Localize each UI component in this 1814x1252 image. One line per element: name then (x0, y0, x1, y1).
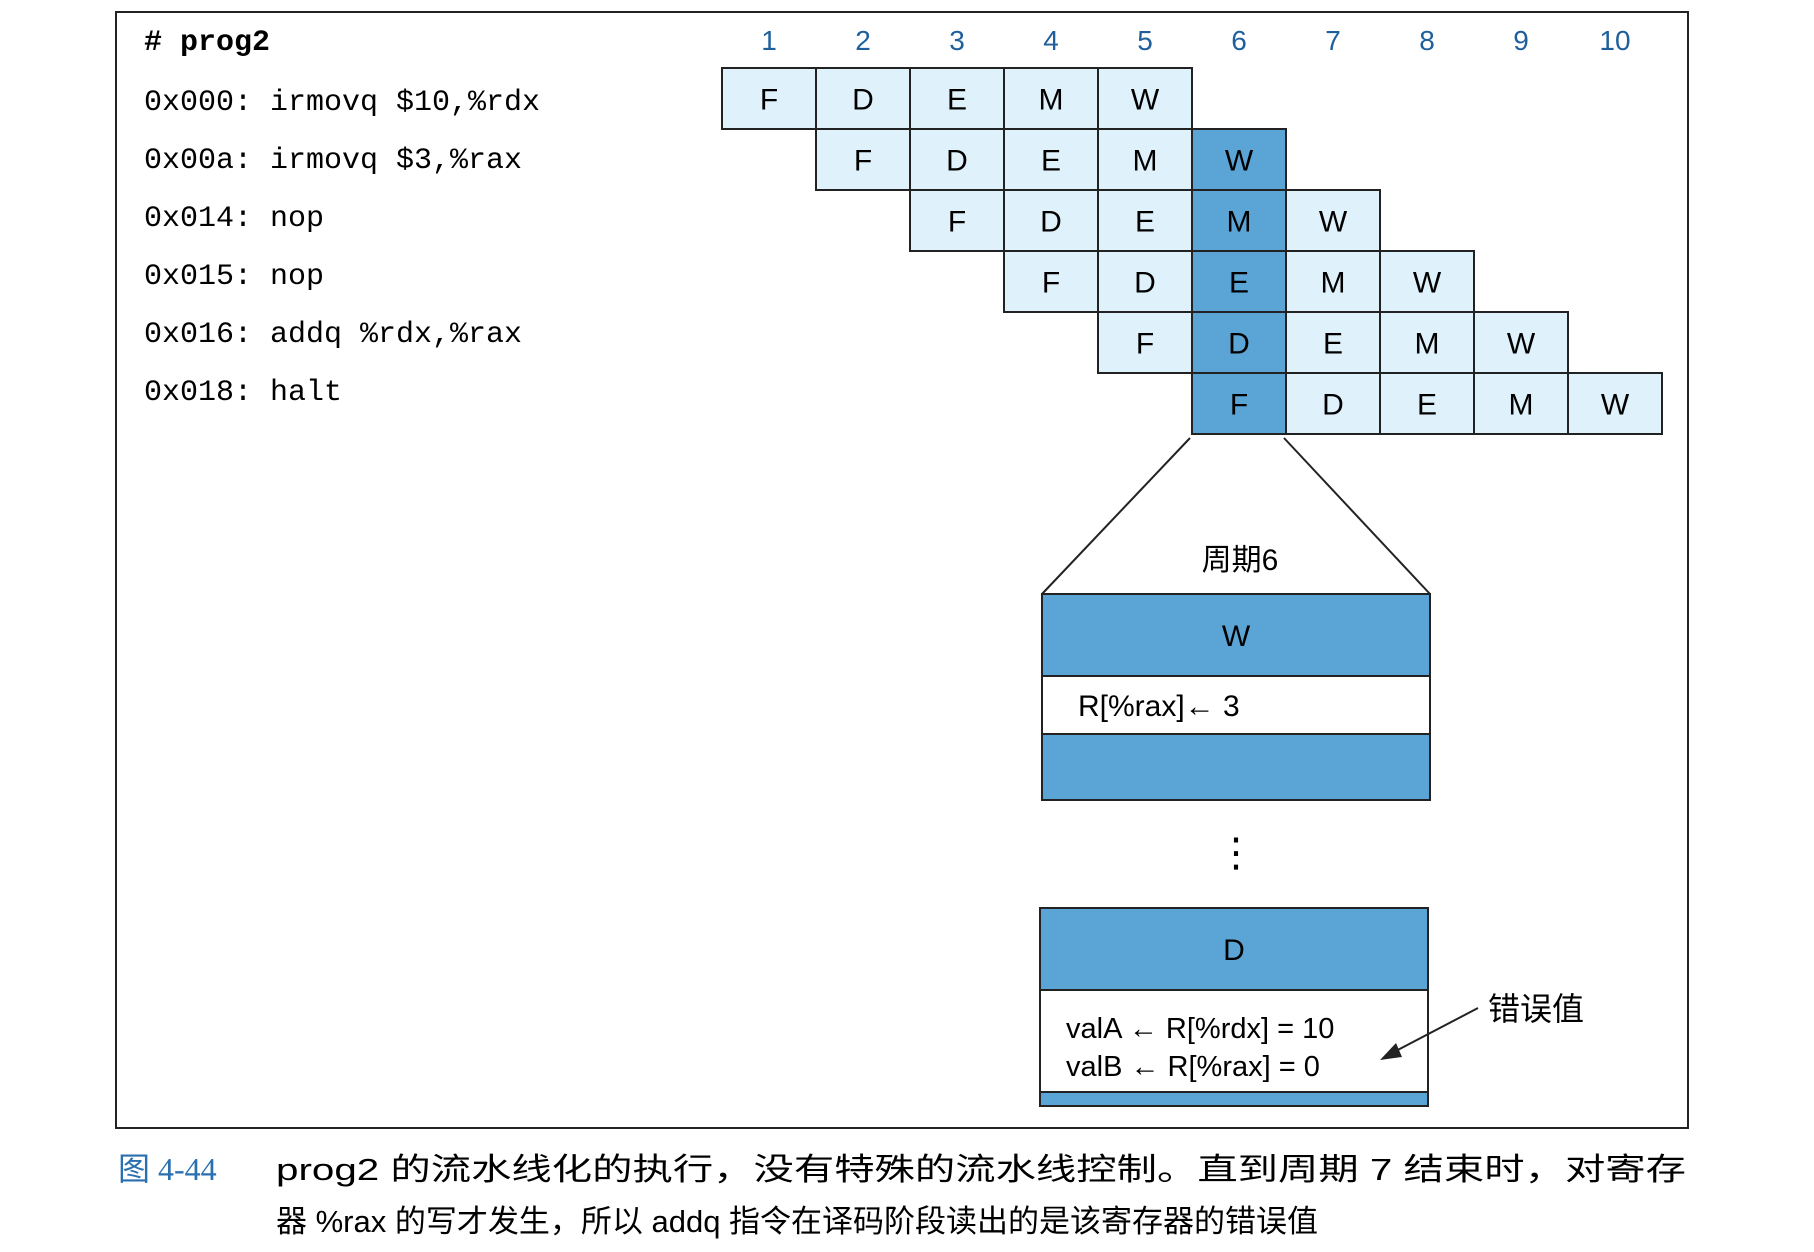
program-line: 0x00a: irmovq $3,%rax (144, 144, 522, 178)
pipeline-stage-label: M (1133, 145, 1158, 178)
caption-line-2: 器 %rax 的写才发生，所以 addq 指令在译码阶段读出的是该寄存器的错误值 (276, 1204, 1318, 1239)
pipeline-cell (1285, 189, 1381, 252)
pipeline-stage-label: D (852, 84, 874, 117)
pipeline-stage-label: M (1227, 206, 1252, 239)
pipeline-cell (815, 128, 911, 191)
pipeline-stage-label: W (1319, 206, 1348, 239)
pipeline-stage-label: E (1041, 145, 1061, 178)
error-value-label: 错误值 (1488, 991, 1584, 1027)
d-block-valb-line: valB ← R[%rax] = 0 (1066, 1051, 1320, 1083)
pipeline-stage-label: W (1507, 328, 1536, 361)
pipeline-cell (1097, 250, 1193, 313)
w-block-writeback-text: R[%rax]← 3 (1078, 690, 1240, 723)
pipeline-cell (1379, 372, 1475, 435)
d-stage-block: D valA ← R[%rdx] = 10 valB ← R[%rax] = 0 (1039, 907, 1429, 1107)
cycle-number: 8 (1419, 25, 1435, 56)
figure-frame (115, 11, 1689, 1129)
pipeline-stage-label: M (1415, 328, 1440, 361)
caption-number: 图 4-44 (118, 1151, 217, 1187)
zoom-line-right (1283, 437, 1431, 595)
cycle-number: 1 (761, 25, 777, 56)
pipeline-stage-label: D (1134, 267, 1156, 300)
detail-title: 周期6 (1202, 544, 1279, 577)
error-arrow-shaft (1393, 1007, 1479, 1053)
pipeline-cell (1003, 250, 1099, 313)
pipeline-stage-label: E (1323, 328, 1343, 361)
pipeline-stage-label: F (948, 206, 966, 239)
d-block-label: D (1223, 934, 1245, 967)
program-line: 0x000: irmovq $10,%rdx (144, 86, 540, 120)
program-line: 0x018: halt (144, 376, 342, 410)
pipeline-stage-label: F (760, 84, 778, 117)
pipeline-cell (1003, 189, 1099, 252)
program-listing: 0x000: irmovq $10,%rdx 0x00a: irmovq $3,%… (144, 86, 540, 410)
pipeline-stage-label: F (854, 145, 872, 178)
pipeline-stage-label: E (1229, 267, 1249, 300)
pipeline-stage-label: M (1039, 84, 1064, 117)
pipeline-cell (1097, 128, 1193, 191)
zoom-line-left (1041, 437, 1191, 595)
pipeline-cell (1191, 372, 1287, 435)
pipeline-stage-label: W (1225, 145, 1254, 178)
cycle-number: 3 (949, 25, 965, 56)
program-line: 0x015: nop (144, 260, 324, 294)
pipeline-stage-label: F (1042, 267, 1060, 300)
w-block-label: W (1222, 620, 1251, 653)
stage-ellipsis: ⋮ (1216, 831, 1256, 875)
d-block-vala-line: valA ← R[%rdx] = 10 (1066, 1013, 1334, 1045)
pipeline-stage-label: D (1040, 206, 1062, 239)
pipeline-stage-label: D (1228, 328, 1250, 361)
cycle-number: 10 (1599, 25, 1630, 56)
pipeline-cell (721, 67, 817, 130)
caption-line-1: prog2 的流水线化的执行，没有特殊的流水线控制。直到周期 7 结束时，对寄存 (276, 1152, 1686, 1187)
pipeline-stage-label: W (1131, 84, 1160, 117)
pipeline-cell (1285, 372, 1381, 435)
pipeline-cell (1097, 311, 1193, 374)
pipeline-stage-label: D (946, 145, 968, 178)
pipeline-stage-label: W (1413, 267, 1442, 300)
program-title: # prog2 (144, 26, 270, 60)
pipeline-cell (1473, 372, 1569, 435)
pipeline-cell (1003, 67, 1099, 130)
pipeline-stage-label: E (1417, 389, 1437, 422)
pipeline-stage-label: M (1509, 389, 1534, 422)
pipeline-cell (1285, 311, 1381, 374)
program-line: 0x014: nop (144, 202, 324, 236)
cycle-number: 5 (1137, 25, 1153, 56)
pipeline-cell (1191, 311, 1287, 374)
pipeline-stage-label: E (1135, 206, 1155, 239)
pipeline-stage-label: M (1321, 267, 1346, 300)
pipeline-cell (1003, 128, 1099, 191)
pipeline-stage-label: D (1322, 389, 1344, 422)
pipeline-stage-label: W (1601, 389, 1630, 422)
pipeline-cell (909, 189, 1005, 252)
cycle-number-row: 1 2 3 4 5 6 7 8 9 10 (761, 25, 1630, 56)
program-line: 0x016: addq %rdx,%rax (144, 318, 522, 352)
pipeline-stage-label: F (1230, 389, 1248, 422)
cycle-number: 6 (1231, 25, 1247, 56)
pipeline-cell (1379, 250, 1475, 313)
cycle-number: 7 (1325, 25, 1341, 56)
cycle-number: 4 (1043, 25, 1059, 56)
w-stage-block: W R[%rax]← 3 (1041, 593, 1431, 801)
error-arrow-head (1380, 1043, 1402, 1060)
pipeline-cell (909, 128, 1005, 191)
pipeline-stage-label: E (947, 84, 967, 117)
pipeline-cell (1567, 372, 1663, 435)
cycle-number: 2 (855, 25, 871, 56)
pipeline-stage-label: F (1136, 328, 1154, 361)
cycle-number: 9 (1513, 25, 1529, 56)
